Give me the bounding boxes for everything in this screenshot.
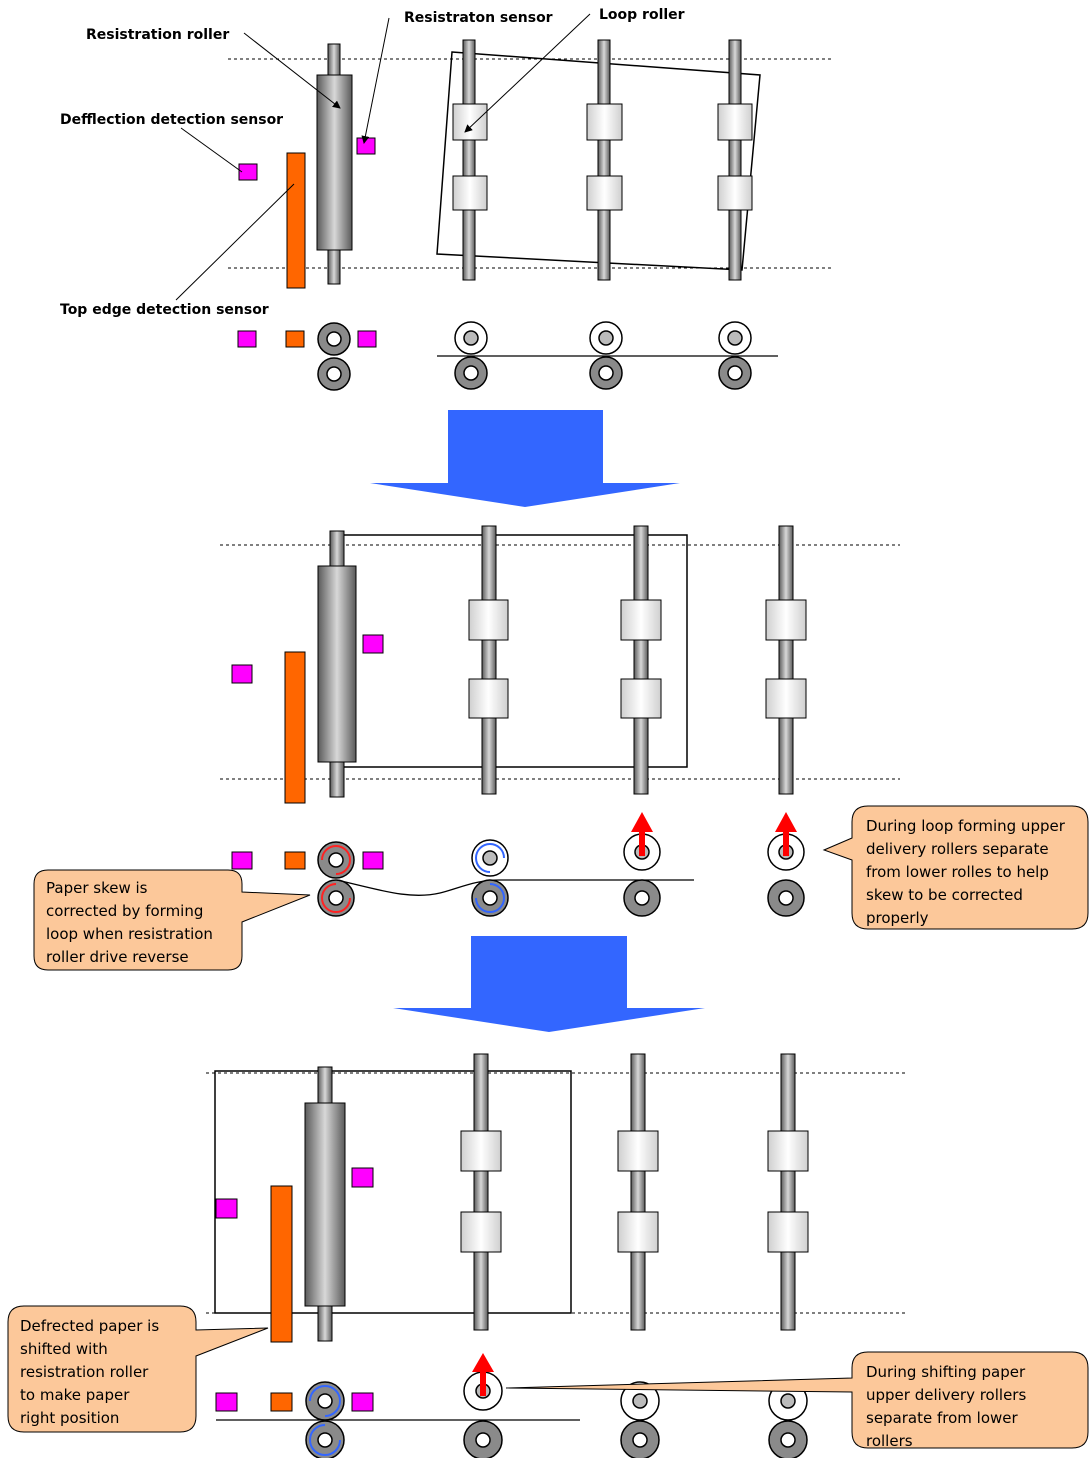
callout-shifting-paper	[505, 1351, 1089, 1449]
rotation-forward-indicator	[309, 1385, 341, 1417]
leader-line	[175, 183, 295, 301]
leader-line	[180, 127, 243, 173]
registration-roller	[304, 1066, 346, 1342]
lift-arrow	[775, 812, 797, 856]
rotation-forward-indicator	[309, 1424, 341, 1456]
registration-roller	[317, 530, 357, 798]
stage-3: Defrected paper is shifted with resistra…	[7, 1053, 1089, 1458]
callout-paper-skew-line-4: roller drive reverse	[46, 948, 189, 966]
side-view	[231, 812, 805, 917]
deflection-sensor	[238, 163, 258, 181]
delivery-roller-shaft	[468, 525, 509, 795]
callout-deflected-paper	[7, 1305, 269, 1433]
callout-loop-forming-line-1: During loop forming upper	[866, 817, 1066, 835]
rotation-reverse-indicator	[321, 845, 351, 875]
callout-shifting-paper-line-4: rollers	[866, 1432, 913, 1450]
registration-sensor	[351, 1167, 374, 1188]
lift-arrow	[472, 1353, 494, 1396]
callout-shifting-paper-line-3: separate from lower	[866, 1409, 1019, 1427]
registration-sensor	[362, 634, 384, 654]
label-deflection-sensor: Defflection detection sensor	[60, 112, 283, 128]
stage-arrow-down	[393, 936, 705, 1032]
stage-2: Paper skew is corrected by forming loop …	[33, 525, 1089, 971]
callout-paper-skew-line-2: corrected by forming	[46, 902, 203, 920]
callout-loop-forming-line-2: delivery rollers separate	[866, 840, 1049, 858]
label-top-edge-sensor: Top edge detection sensor	[60, 302, 269, 318]
delivery-roller-shaft	[452, 39, 488, 281]
callout-shifting-paper-line-1: During shifting paper	[866, 1363, 1026, 1381]
callout-paper-skew-line-3: loop when resistration	[46, 925, 213, 943]
callout-paper-skew	[33, 869, 311, 971]
leader-line	[464, 13, 591, 133]
delivery-roller-shaft	[620, 525, 662, 795]
stage-1: Resistration roller Resistraton sensor L…	[60, 7, 832, 391]
top-edge-sensor	[284, 651, 306, 804]
registration-roller	[316, 43, 353, 285]
label-registration-roller: Resistration roller	[86, 27, 229, 43]
rotation-reverse-indicator	[321, 883, 351, 913]
shifted-paper	[214, 1070, 572, 1314]
callout-shifting-paper-line-2: upper delivery rollers	[866, 1386, 1026, 1404]
label-registration-sensor: Resistraton sensor	[404, 10, 553, 26]
callout-deflected-paper-line-5: right position	[20, 1409, 119, 1427]
delivery-roller-shaft	[460, 1053, 502, 1331]
delivery-roller-shaft	[765, 525, 807, 795]
registration-sensor	[356, 137, 376, 155]
skewed-paper	[436, 51, 761, 271]
stage-arrow-down	[370, 410, 680, 507]
callout-loop-forming-line-5: properly	[866, 909, 929, 927]
delivery-roller-shaft	[717, 39, 753, 281]
delivery-roller-shaft	[767, 1053, 809, 1331]
callout-loop-forming-line-3: from lower rolles to help	[866, 863, 1049, 881]
callout-paper-skew-line-1: Paper skew is	[46, 879, 148, 897]
top-edge-sensor	[286, 152, 306, 289]
label-loop-roller: Loop roller	[599, 7, 685, 23]
leader-line	[361, 17, 390, 144]
callout-deflected-paper-line-3: resistration roller	[20, 1363, 149, 1381]
callout-deflected-paper-line-4: to make paper	[20, 1386, 130, 1404]
rotation-forward-indicator	[475, 883, 505, 913]
leader-line	[243, 32, 341, 109]
deflection-sensor	[215, 1198, 238, 1219]
delivery-roller-shaft	[586, 39, 623, 281]
callout-loop-forming-line-4: skew to be corrected	[866, 886, 1023, 904]
callout-loop-forming	[822, 805, 1089, 930]
deflection-sensor	[231, 664, 253, 684]
lift-arrow	[631, 812, 653, 856]
delivery-roller-shaft	[617, 1053, 659, 1331]
rotation-forward-indicator	[475, 843, 505, 873]
side-view	[237, 321, 778, 391]
top-edge-sensor	[270, 1185, 293, 1343]
side-view	[215, 1353, 808, 1458]
callout-deflected-paper-line-1: Defrected paper is	[20, 1317, 159, 1335]
callout-deflected-paper-line-2: shifted with	[20, 1340, 108, 1358]
